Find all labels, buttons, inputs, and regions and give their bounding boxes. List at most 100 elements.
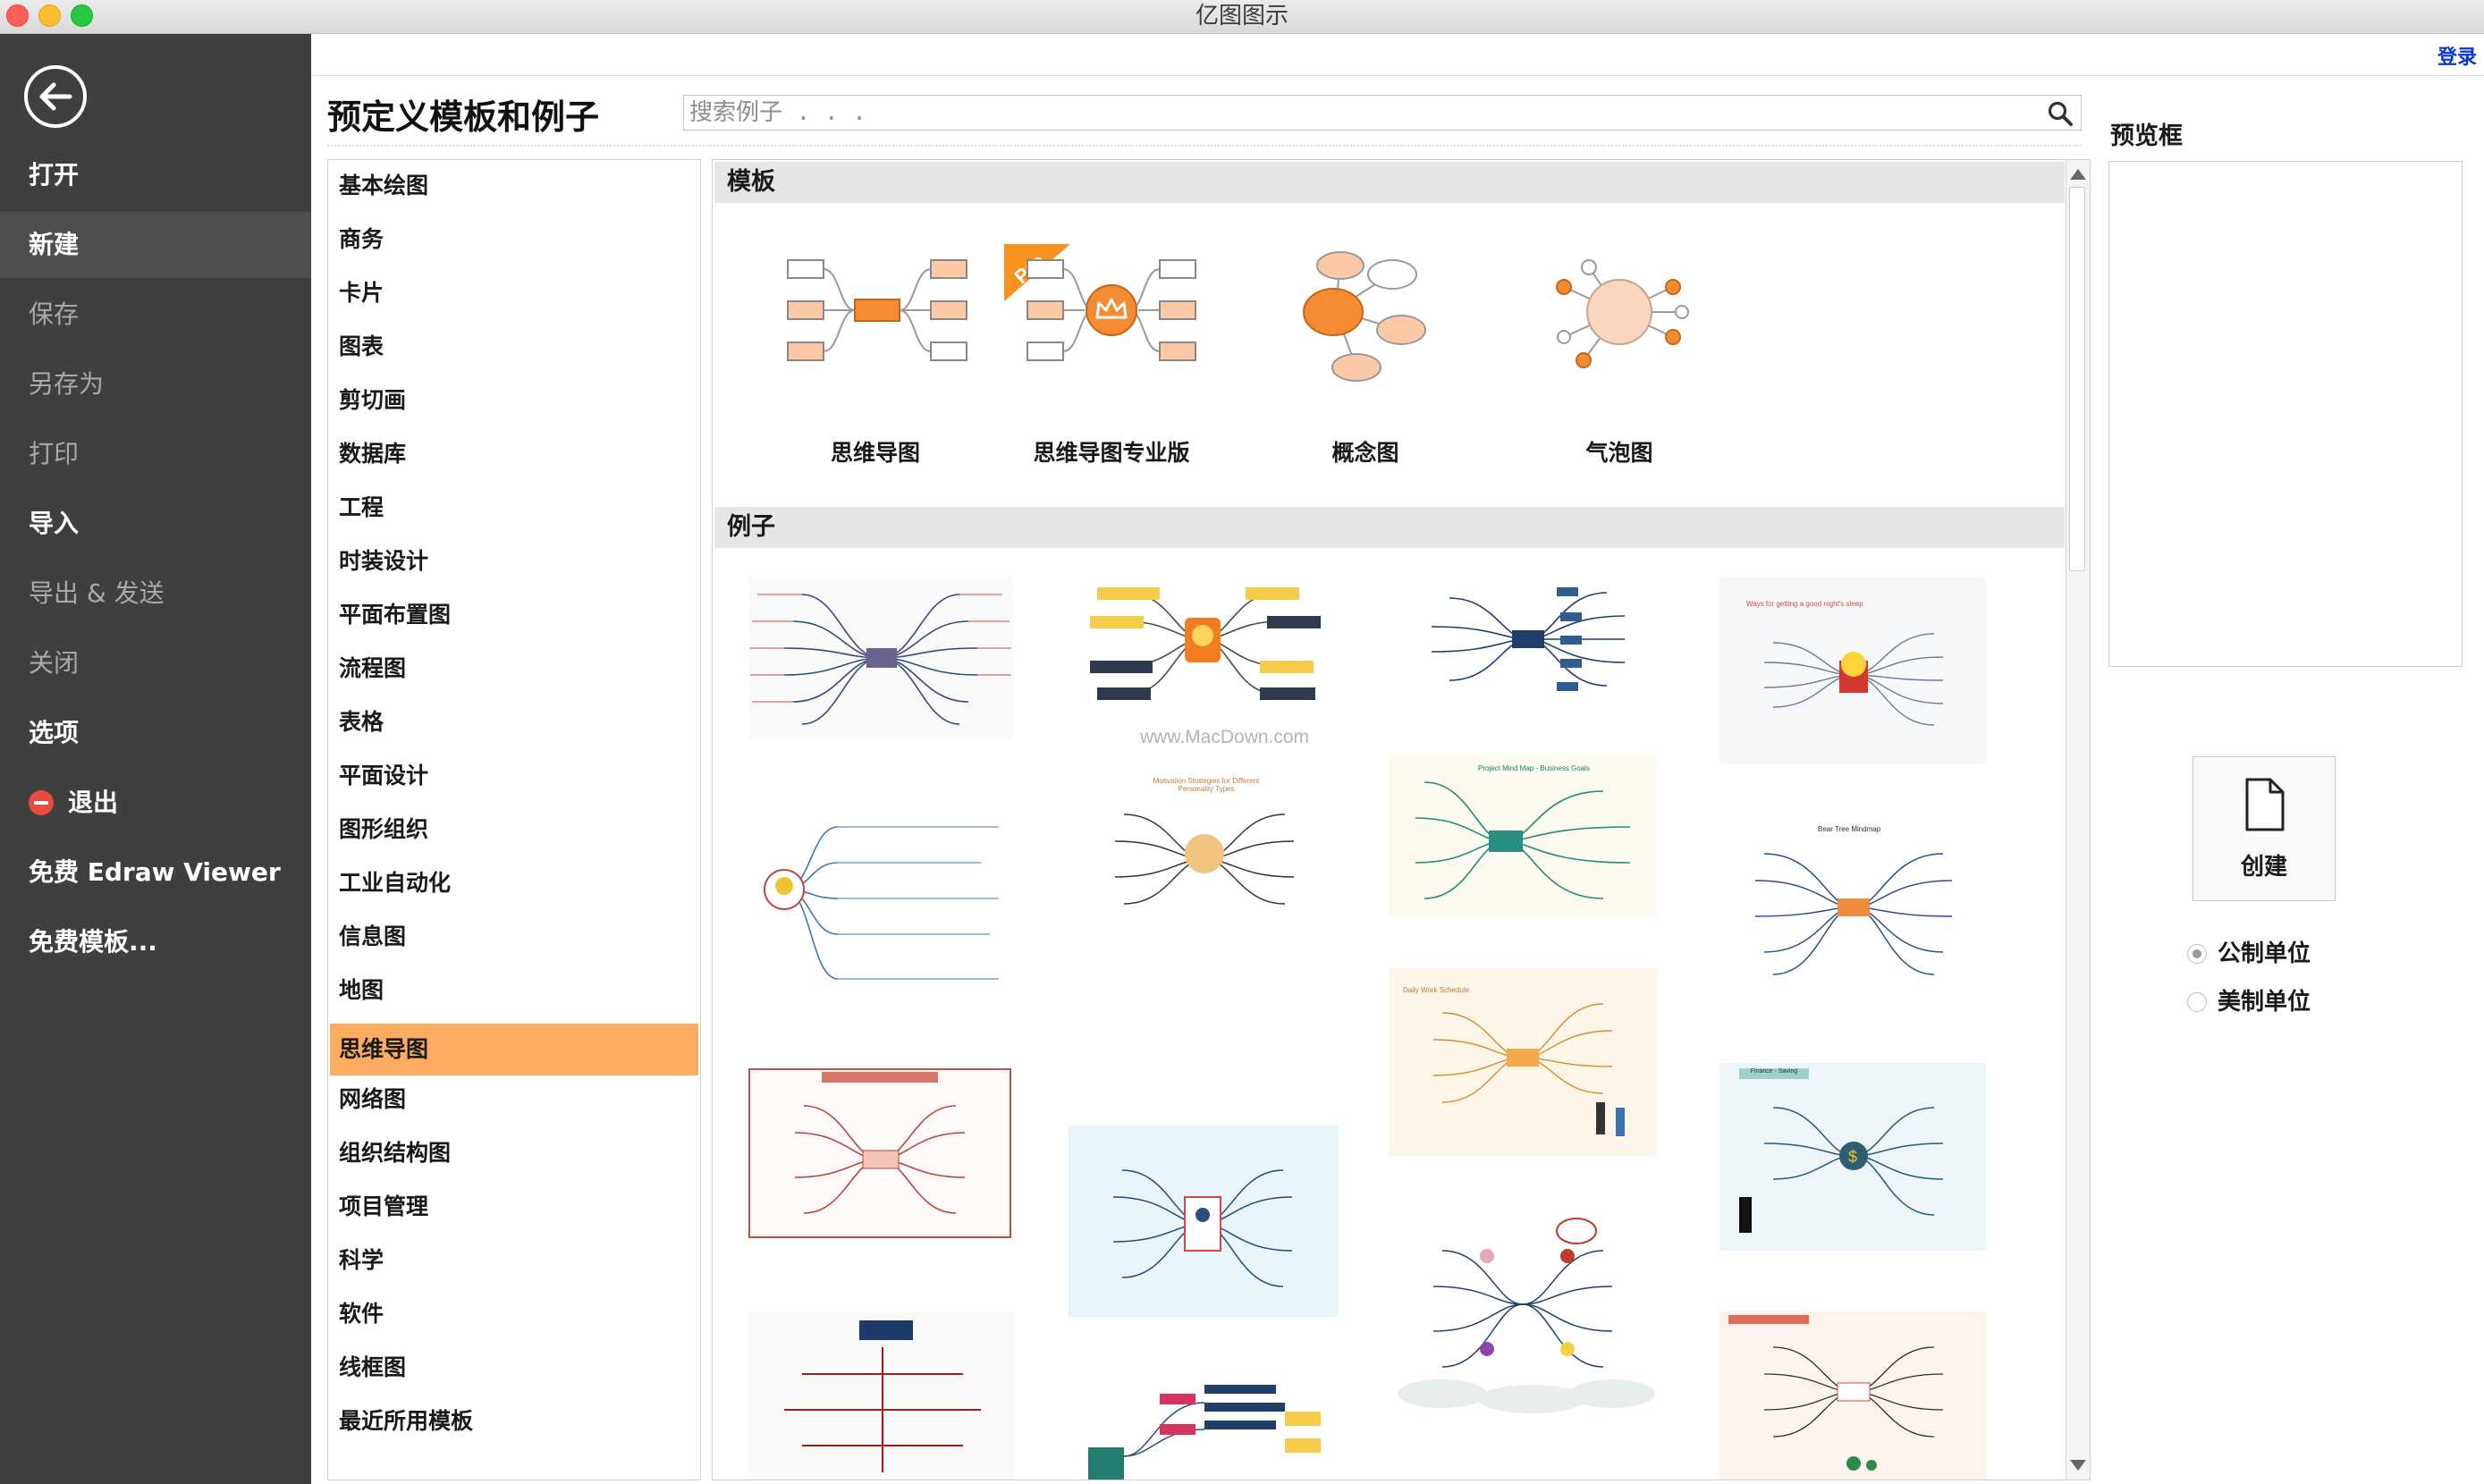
menu-free-templates[interactable]: 免费模板... xyxy=(29,927,157,957)
category-item[interactable]: 软件 xyxy=(339,1301,384,1327)
scrollbar-thumb[interactable] xyxy=(2069,187,2085,571)
menu-new[interactable]: 新建 xyxy=(0,212,311,278)
new-document-icon xyxy=(2245,778,2285,831)
category-item[interactable]: 网络图 xyxy=(339,1086,407,1112)
example-thumbnail[interactable] xyxy=(748,1311,1015,1480)
example-thumbnail[interactable] xyxy=(1069,1126,1339,1317)
thumbnail-title: Project Mind Map - Business Goals xyxy=(1478,764,1590,772)
template-label: 思维导图 xyxy=(830,440,920,466)
search-input[interactable]: 搜索例子 . . . xyxy=(683,95,2082,131)
zoom-window-button[interactable] xyxy=(71,4,93,27)
mindmap-thumbnail-art xyxy=(1112,1169,1293,1287)
menu-export-send[interactable]: 导出 & 发送 xyxy=(29,578,165,608)
category-item[interactable]: 基本绘图 xyxy=(339,173,429,198)
category-item[interactable]: 图形组织 xyxy=(339,816,429,842)
watermark-text: www.MacDown.com xyxy=(1140,727,1310,747)
mindmap-template-icon xyxy=(787,259,967,361)
example-thumbnail[interactable]: Project Mind Map - Business Goals xyxy=(1389,755,1657,916)
category-item-selected[interactable]: 思维导图 xyxy=(330,1024,698,1075)
mindmap-thumbnail-art xyxy=(1114,814,1295,905)
category-item[interactable]: 剪切画 xyxy=(339,387,407,413)
create-button[interactable]: 创建 xyxy=(2193,756,2336,901)
bubble-chart-template-icon xyxy=(1556,259,1689,368)
radio-unselected-icon[interactable] xyxy=(2187,992,2207,1012)
category-item[interactable]: 项目管理 xyxy=(339,1193,429,1219)
menu-close[interactable]: 关闭 xyxy=(29,648,80,678)
menu-save[interactable]: 保存 xyxy=(29,299,80,329)
menu-exit-label: 退出 xyxy=(68,788,119,817)
templates-section-header: 模板 xyxy=(714,162,2065,203)
category-item[interactable]: 商务 xyxy=(339,226,384,252)
category-item[interactable]: 最近所用模板 xyxy=(339,1408,474,1434)
menu-open[interactable]: 打开 xyxy=(29,160,80,190)
category-item[interactable]: 科学 xyxy=(339,1247,384,1273)
scroll-down-arrow-icon[interactable] xyxy=(2070,1460,2086,1471)
preview-label: 预览框 xyxy=(2110,122,2183,150)
template-bubble-chart[interactable]: 气泡图 xyxy=(1512,244,1727,476)
example-thumbnail[interactable]: Ways for getting a good night's sleep xyxy=(1719,577,1986,764)
example-thumbnail[interactable] xyxy=(748,577,1013,739)
menu-edraw-viewer[interactable]: 免费 Edraw Viewer xyxy=(29,857,281,887)
category-item[interactable]: 工业自动化 xyxy=(339,870,452,896)
category-item[interactable]: 线框图 xyxy=(339,1354,407,1380)
unit-option-metric[interactable]: 公制单位 xyxy=(2187,935,2311,968)
category-item[interactable]: 平面设计 xyxy=(339,763,429,788)
mindmap-thumbnail-art xyxy=(1754,853,1953,975)
example-thumbnail[interactable]: Bear Tree Mindmap xyxy=(1719,818,1986,997)
menu-options[interactable]: 选项 xyxy=(29,718,80,747)
gallery-scrollbar[interactable] xyxy=(2066,160,2090,1480)
example-thumbnail[interactable]: Motivation Strategies for Different Pers… xyxy=(1070,773,1339,925)
template-concept-map[interactable]: 概念图 xyxy=(1258,244,1473,476)
category-item[interactable]: 工程 xyxy=(339,494,384,520)
category-item[interactable]: 图表 xyxy=(339,333,384,359)
example-thumbnail[interactable] xyxy=(748,1068,1011,1238)
example-thumbnail[interactable] xyxy=(1719,1311,1986,1480)
mindmap-thumbnail-art xyxy=(1398,1218,1655,1413)
template-mindmap-pro[interactable]: Pro 思维导图专业版 xyxy=(1004,244,1219,476)
example-thumbnail[interactable]: Daily Work Schedule xyxy=(1389,968,1657,1156)
svg-text:$: $ xyxy=(1848,1148,1857,1166)
mindmap-thumbnail-art: $ xyxy=(1739,1107,1944,1233)
category-list: 基本绘图 商务 卡片 图表 剪切画 数据库 工程 时装设计 平面布置图 流程图 … xyxy=(327,159,701,1480)
thumbnail-title: Motivation Strategies for Different Pers… xyxy=(1153,777,1260,793)
example-thumbnail[interactable] xyxy=(1070,577,1335,711)
category-item[interactable]: 时装设计 xyxy=(339,548,429,574)
category-item[interactable]: 平面布置图 xyxy=(339,602,452,628)
example-thumbnail[interactable] xyxy=(1389,1215,1657,1421)
search-icon[interactable] xyxy=(2047,100,2074,127)
template-label: 思维导图专业版 xyxy=(1033,440,1190,466)
menu-exit[interactable]: 退出 xyxy=(0,770,311,836)
exit-icon xyxy=(29,790,54,815)
thumbnail-title: Bear Tree Mindmap xyxy=(1818,825,1881,833)
example-thumbnail[interactable] xyxy=(1396,577,1660,711)
category-item[interactable]: 地图 xyxy=(339,977,384,1003)
example-thumbnail[interactable] xyxy=(1070,1376,1339,1480)
example-thumbnail[interactable] xyxy=(748,800,1017,1006)
radio-selected-icon[interactable] xyxy=(2187,944,2207,964)
menu-save-as[interactable]: 另存为 xyxy=(29,369,105,399)
menu-print[interactable]: 打印 xyxy=(29,439,80,468)
menu-import[interactable]: 导入 xyxy=(29,509,80,538)
mindmap-thumbnail-art xyxy=(784,1320,981,1472)
template-mindmap[interactable]: 思维导图 xyxy=(768,244,983,476)
category-item[interactable]: 卡片 xyxy=(339,280,384,306)
category-item[interactable]: 表格 xyxy=(339,709,384,735)
category-item[interactable]: 组织结构图 xyxy=(339,1140,452,1166)
close-window-button[interactable] xyxy=(6,4,29,27)
header-divider xyxy=(311,75,2484,76)
category-item[interactable]: 数据库 xyxy=(339,441,407,467)
category-item[interactable]: 信息图 xyxy=(339,923,407,949)
unit-option-us[interactable]: 美制单位 xyxy=(2187,983,2311,1016)
scroll-up-arrow-icon[interactable] xyxy=(2070,169,2086,180)
category-item[interactable]: 流程图 xyxy=(339,655,407,681)
examples-section-header: 例子 xyxy=(714,507,2065,548)
create-label: 创建 xyxy=(2240,854,2287,881)
minimize-window-button[interactable] xyxy=(38,4,61,27)
back-button[interactable] xyxy=(23,64,88,129)
mindmap-thumbnail-art xyxy=(1090,587,1321,700)
mindmap-thumbnail-art xyxy=(1431,587,1626,691)
example-thumbnail[interactable]: Finance - Saving $ xyxy=(1719,1063,1986,1251)
mindmap-thumbnail-art xyxy=(1088,1385,1321,1480)
login-link[interactable]: 登录 xyxy=(2437,46,2477,69)
mindmap-thumbnail-art xyxy=(750,594,1011,725)
